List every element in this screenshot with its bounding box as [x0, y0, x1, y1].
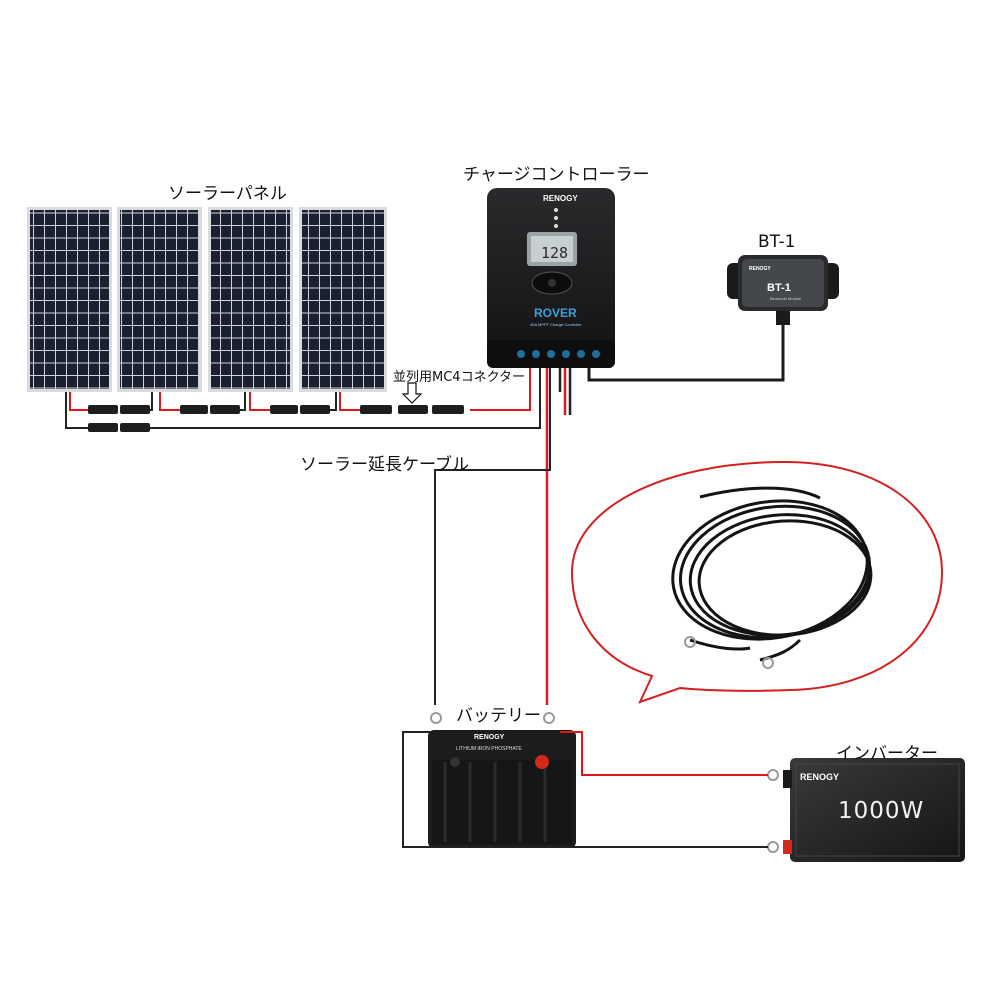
down-arrow-icon [401, 382, 423, 404]
bt1-brand: RENOGY [749, 266, 771, 272]
bt1-label: BT-1 [758, 232, 796, 252]
inverter-brand: RENOGY [800, 772, 839, 782]
solar-panel-1 [27, 207, 112, 392]
controller-terminals [517, 350, 600, 358]
charge-controller [487, 188, 615, 368]
controller-model: ROVER [534, 306, 577, 320]
extension-cable-label: ソーラー延長ケーブル [300, 455, 469, 475]
battery [428, 712, 576, 848]
bt1-module [727, 255, 839, 325]
bt1-sub: Bluetooth Module [770, 296, 802, 301]
mc4-connector-label: 並列用MC4コネクター [393, 370, 526, 385]
panel-wiring [65, 350, 541, 429]
inverter-face: 1000W [838, 798, 924, 824]
battery-brand: RENOGY [474, 734, 505, 741]
solar-panel-3 [208, 207, 293, 392]
cable-callout [570, 460, 944, 704]
battery-face: LITHIUM IRON PHOSPHATE [456, 746, 522, 752]
controller-sub: 40A MPPT Charge Controller [530, 322, 582, 327]
controller-wiring [434, 325, 785, 705]
solar-panel-2 [117, 207, 202, 392]
solar-panel-4 [299, 207, 387, 392]
controller-brand: RENOGY [543, 194, 578, 203]
solar-panel-array [27, 207, 387, 392]
mc4-connectors [88, 405, 464, 432]
cable-coil [671, 486, 873, 662]
charge-controller-label: チャージコントローラー [463, 165, 650, 185]
inverter [767, 758, 965, 862]
solar-panels-label: ソーラーパネル [168, 184, 287, 204]
battery-label: バッテリー [456, 706, 541, 726]
battery-inverter-wiring [402, 731, 768, 848]
inverter-label: インバーター [836, 744, 938, 764]
controller-display: 128 [541, 244, 568, 262]
bt1-face: BT-1 [767, 282, 791, 294]
